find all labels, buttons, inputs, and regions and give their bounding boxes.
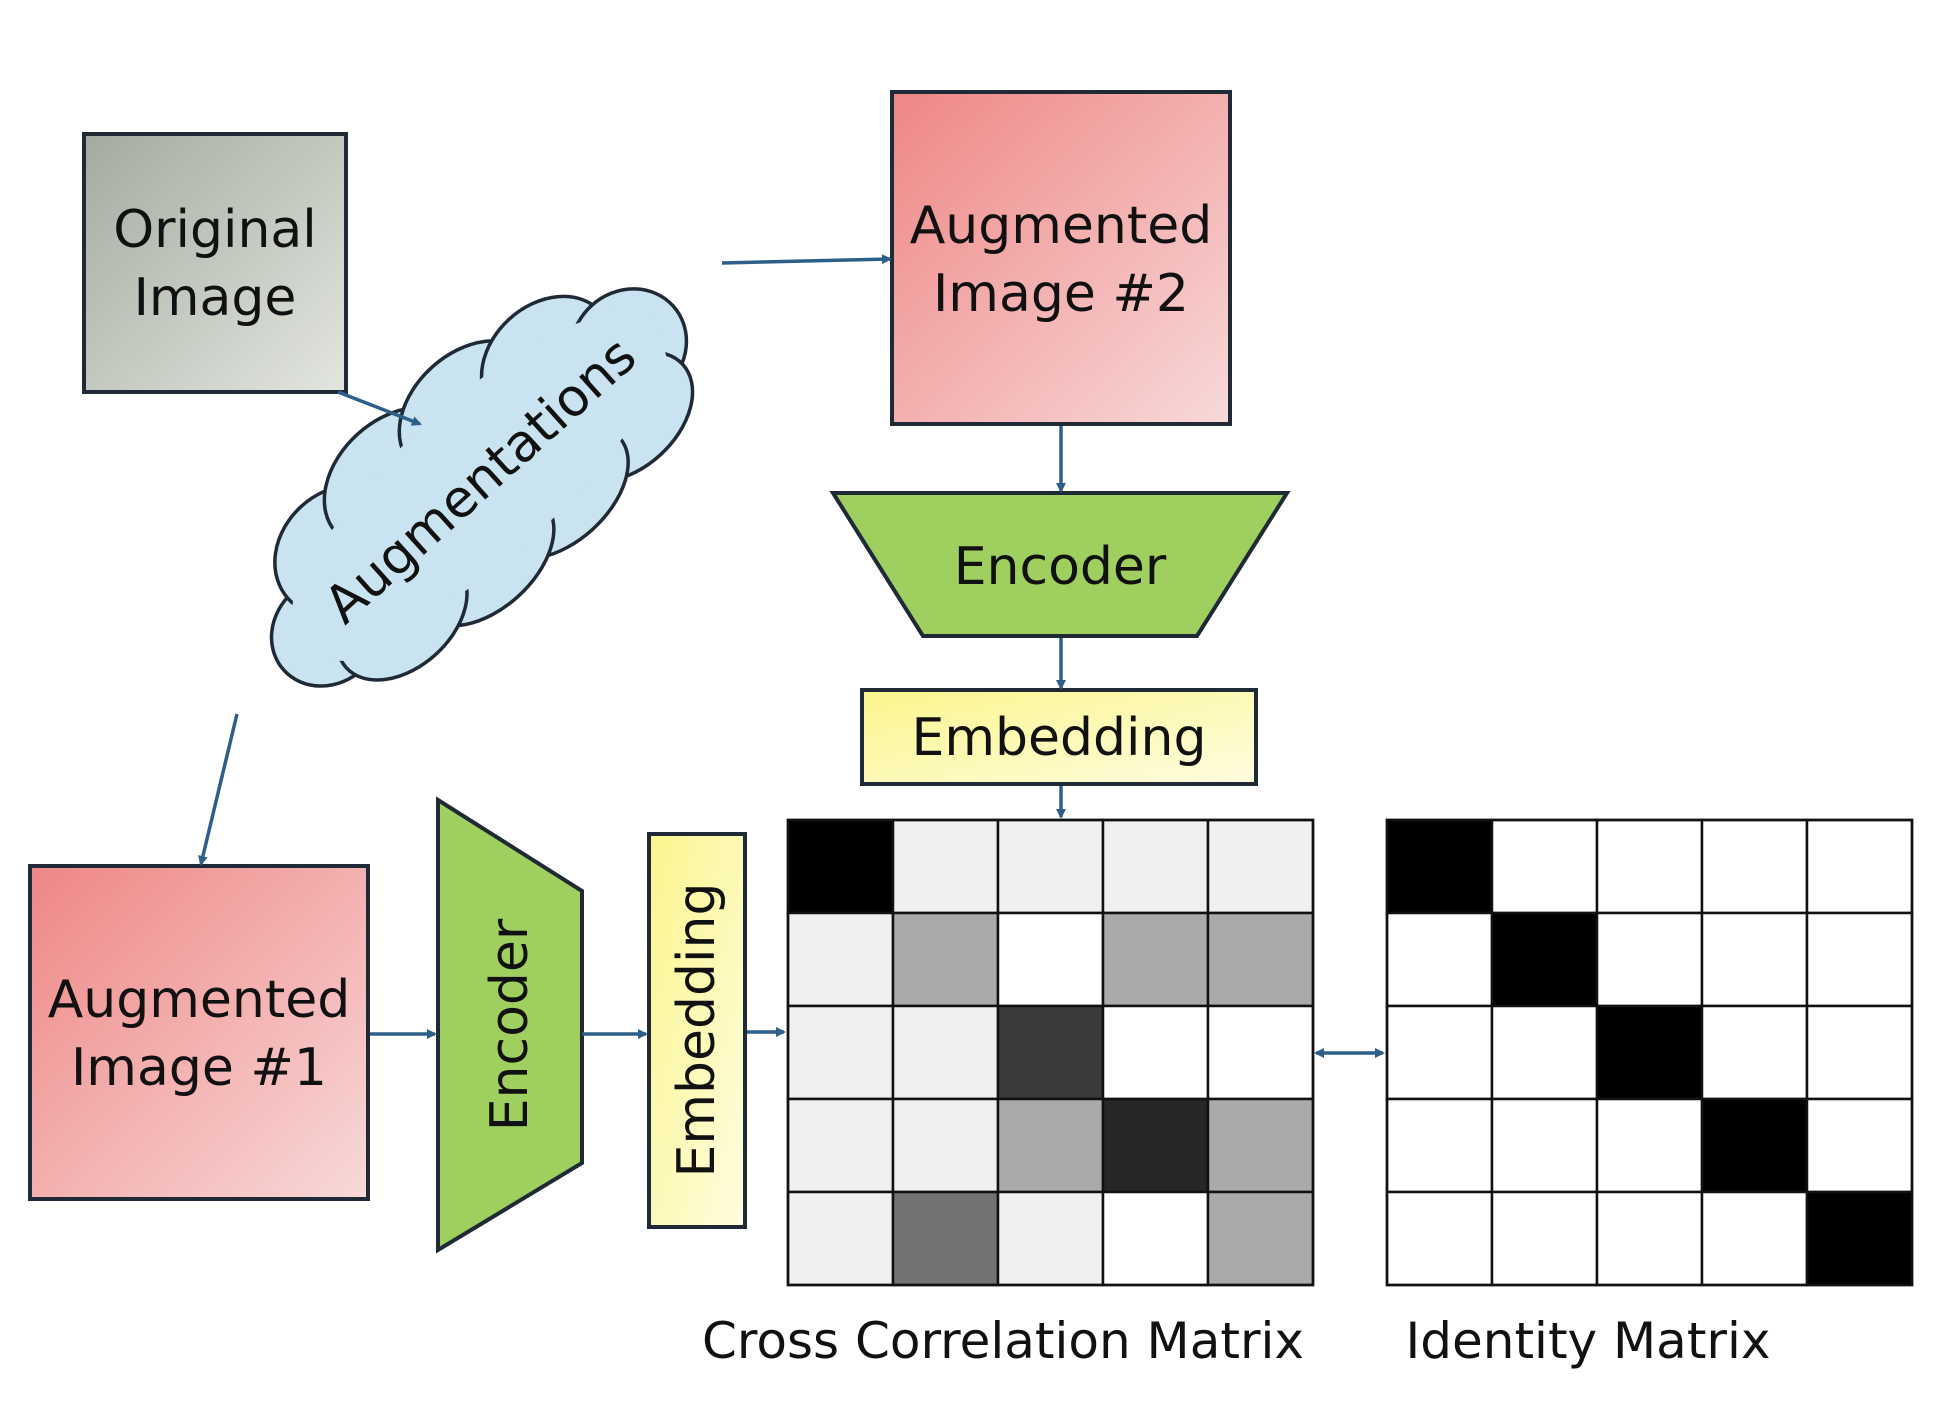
identity-cell-r4-c4 [1700, 1097, 1809, 1194]
identity-cell-r3-c1 [1385, 1004, 1494, 1101]
cross-correlation-cell-r3-c3 [996, 1004, 1105, 1101]
cross-correlation-cell-r3-c5 [1206, 1004, 1315, 1101]
cross-correlation-cell-r1-c4 [1101, 818, 1210, 915]
embedding-top-node: Embedding [860, 688, 1258, 786]
cross-correlation-cell-r2-c5 [1206, 911, 1315, 1008]
cross-correlation-cell-r1-c3 [996, 818, 1105, 915]
identity-caption: Identity Matrix [1406, 1312, 1771, 1370]
cross-correlation-cell-r4-c1 [786, 1097, 895, 1194]
identity-cell-r2-c3 [1595, 911, 1704, 1008]
cross-correlation-caption: Cross Correlation Matrix [702, 1312, 1304, 1370]
encoder-top-node: Encoder [829, 491, 1291, 638]
original-image-label-line1: Original [113, 200, 316, 260]
augmented-image-2-label-line1: Augmented [910, 196, 1213, 256]
cross-correlation-cell-r4-c4 [1101, 1097, 1210, 1194]
identity-cell-r1-c5 [1805, 818, 1914, 915]
identity-cell-r2-c2 [1490, 911, 1599, 1008]
identity-cell-r1-c2 [1490, 818, 1599, 915]
arrow-original-to-augmentations [337, 390, 422, 426]
identity-cell-r5-c1 [1385, 1190, 1494, 1287]
cross-correlation-border [786, 818, 1315, 1287]
cross-correlation-cell-r5-c2 [891, 1190, 1000, 1287]
identity-cell-r3-c2 [1490, 1004, 1599, 1101]
identity-cell-r5-c2 [1490, 1190, 1599, 1287]
cross-correlation-matrix [786, 818, 1315, 1287]
embedding-left-node: Embedding [647, 832, 747, 1229]
arrow-augmentations-to-aug2 [721, 254, 892, 265]
cross-correlation-cell-r5-c5 [1206, 1190, 1315, 1287]
identity-cell-r3-c5 [1805, 1004, 1914, 1101]
identity-cell-r5-c3 [1595, 1190, 1704, 1287]
cross-correlation-cell-r1-c5 [1206, 818, 1315, 915]
cross-correlation-cell-r2-c3 [996, 911, 1105, 1008]
encoder-left-node: Encoder [436, 796, 584, 1254]
cross-correlation-cell-r3-c1 [786, 1004, 895, 1101]
identity-cell-r5-c4 [1700, 1190, 1809, 1287]
identity-cell-r1-c4 [1700, 818, 1809, 915]
cross-correlation-cell-r4-c3 [996, 1097, 1105, 1194]
identity-cell-r3-c4 [1700, 1004, 1809, 1101]
augmented-image-1-label-line1: Augmented [48, 970, 351, 1030]
cross-correlation-cell-r2-c1 [786, 911, 895, 1008]
identity-cell-r4-c2 [1490, 1097, 1599, 1194]
identity-cell-r4-c3 [1595, 1097, 1704, 1194]
cross-correlation-cell-r4-c2 [891, 1097, 1000, 1194]
identity-cell-r1-c1 [1385, 818, 1494, 915]
cross-correlation-cell-r4-c5 [1206, 1097, 1315, 1194]
augmented-image-2-label-line2: Image #2 [933, 264, 1189, 324]
cross-correlation-cell-r1-c2 [891, 818, 1000, 915]
cross-correlation-cell-r3-c2 [891, 1004, 1000, 1101]
identity-cell-r5-c5 [1805, 1190, 1914, 1287]
identity-cell-r4-c5 [1805, 1097, 1914, 1194]
embedding-left-label: Embedding [667, 883, 727, 1178]
cross-correlation-cell-r5-c4 [1101, 1190, 1210, 1287]
identity-cell-r4-c1 [1385, 1097, 1494, 1194]
identity-cell-r2-c4 [1700, 911, 1809, 1008]
cross-correlation-cell-r5-c1 [786, 1190, 895, 1287]
cross-correlation-cell-r2-c2 [891, 911, 1000, 1008]
identity-cell-r1-c3 [1595, 818, 1704, 915]
identity-matrix [1385, 818, 1914, 1287]
identity-border [1385, 818, 1914, 1287]
cross-correlation-cell-r3-c4 [1101, 1004, 1210, 1101]
original-image-node: Original Image [82, 132, 348, 394]
identity-cell-r2-c5 [1805, 911, 1914, 1008]
cross-correlation-cell-r5-c3 [996, 1190, 1105, 1287]
augmented-image-2-node: Augmented Image #2 [890, 90, 1232, 426]
embedding-top-label: Embedding [912, 708, 1207, 768]
identity-cell-r3-c3 [1595, 1004, 1704, 1101]
augmented-image-1-node: Augmented Image #1 [28, 864, 370, 1201]
augmented-image-1-label-line2: Image #1 [71, 1038, 327, 1098]
cross-correlation-cell-r1-c1 [786, 818, 895, 915]
arrow-augmentations-to-aug1 [198, 713, 239, 866]
original-image-label-line2: Image [134, 268, 297, 328]
identity-cell-r2-c1 [1385, 911, 1494, 1008]
encoder-left-label: Encoder [480, 918, 540, 1131]
encoder-top-label: Encoder [954, 537, 1167, 597]
augmentations-cloud: Augmentations [269, 287, 695, 688]
cross-correlation-cell-r2-c4 [1101, 911, 1210, 1008]
